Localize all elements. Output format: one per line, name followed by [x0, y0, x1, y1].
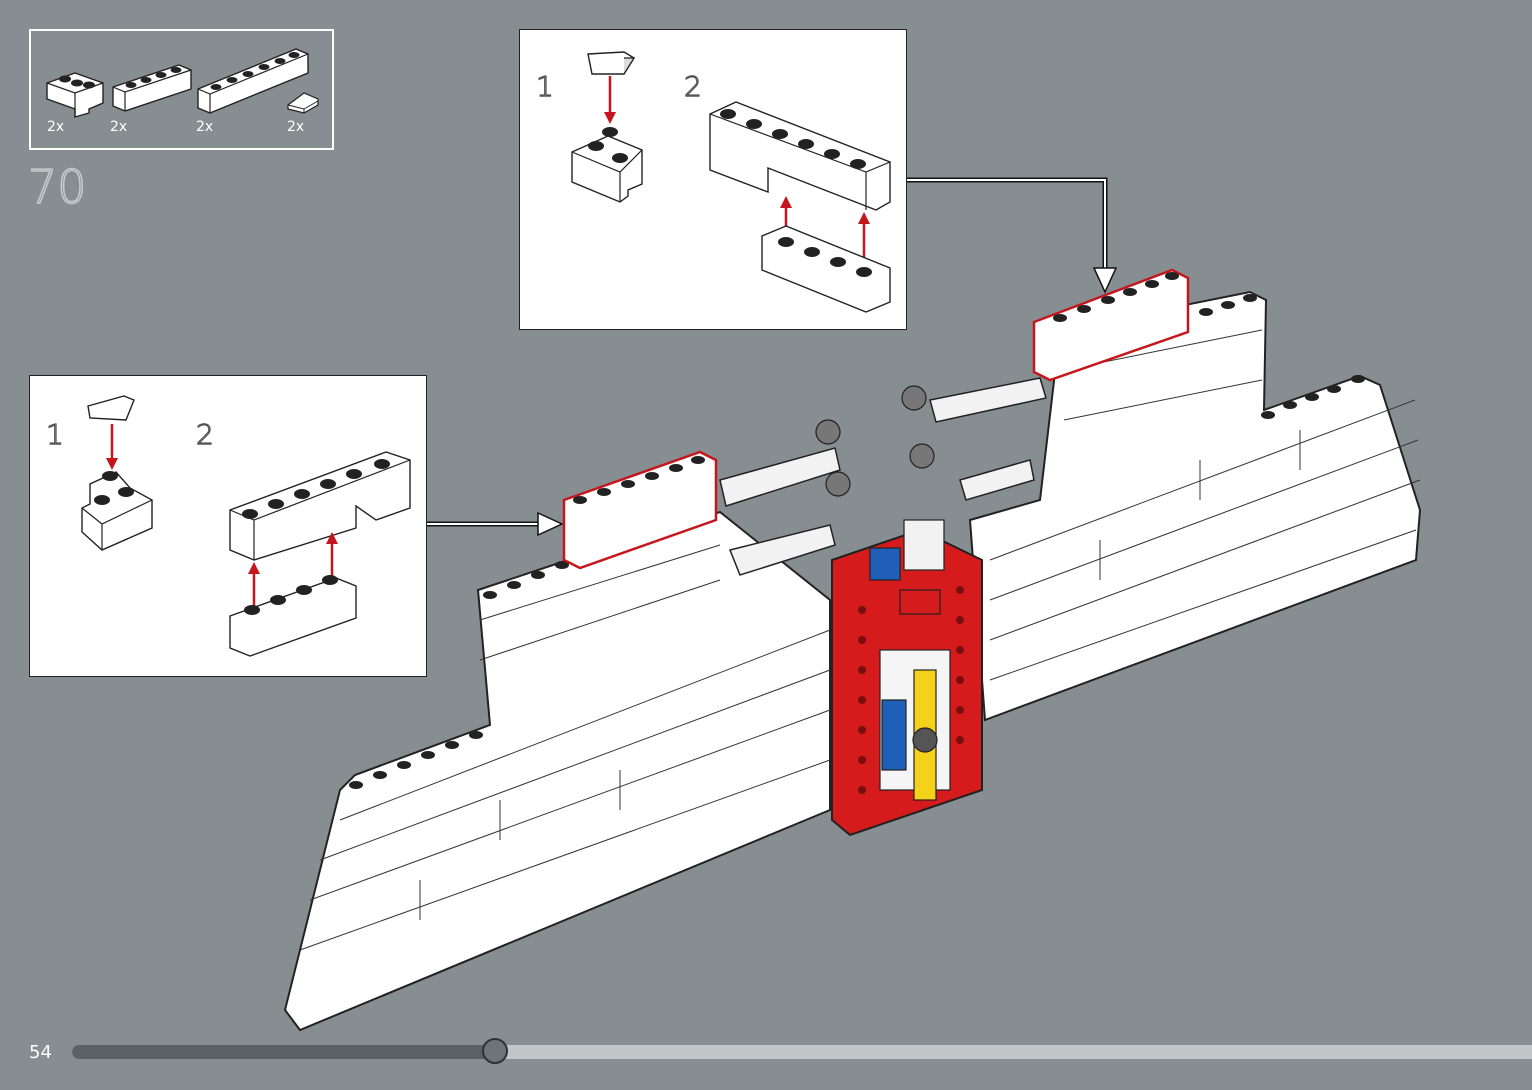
- progress-fill: [72, 1045, 495, 1059]
- progress-knob: [482, 1038, 508, 1064]
- page-number: 54: [29, 1042, 52, 1063]
